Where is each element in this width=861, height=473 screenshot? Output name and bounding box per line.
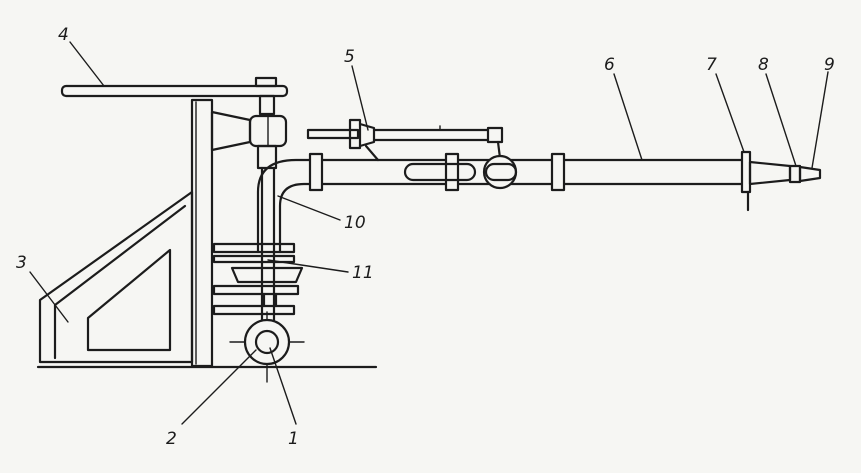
end-fittings	[740, 150, 822, 212]
motor-housing	[210, 110, 288, 152]
label-3: 3	[16, 253, 27, 273]
label-9: 9	[824, 55, 835, 75]
label-6: 6	[604, 55, 615, 75]
label-5: 5	[344, 47, 355, 67]
number-labels: 1 2 3 4 5 6 7 8 9 10 11	[16, 25, 835, 449]
post-plates	[212, 242, 304, 316]
leader-lines	[29, 41, 829, 425]
base-wheel	[229, 311, 305, 383]
frame-stand	[38, 190, 194, 364]
top-arm	[60, 76, 289, 116]
label-2: 2	[166, 429, 177, 449]
label-4: 4	[58, 25, 69, 45]
label-7: 7	[706, 55, 717, 75]
label-1: 1	[288, 429, 299, 449]
elbow-pipe	[256, 158, 320, 254]
label-8: 8	[758, 55, 769, 75]
vertical-post	[190, 98, 214, 368]
label-11: 11	[352, 263, 374, 283]
main-tube	[308, 152, 746, 192]
label-10: 10	[344, 213, 366, 233]
upper-rod	[306, 118, 504, 162]
